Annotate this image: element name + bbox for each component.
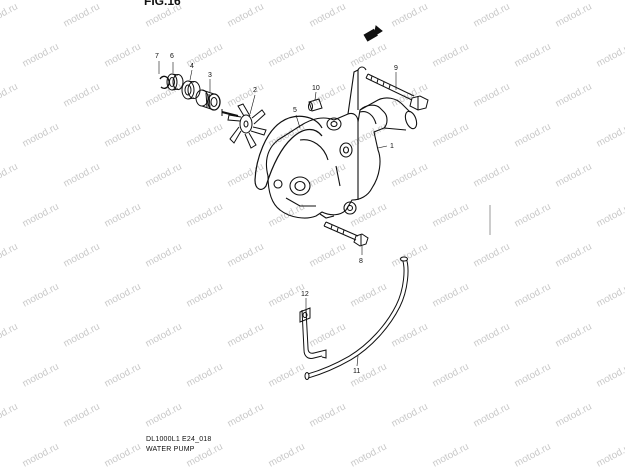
figure-header: FIG.16 <box>144 0 181 8</box>
callout-10: 10 <box>312 85 320 92</box>
part-11-hose <box>304 256 409 380</box>
part-8-bolt <box>323 221 369 247</box>
callout-1: 1 <box>390 143 394 150</box>
callout-3: 3 <box>208 72 212 79</box>
part-3-mechanical-seal <box>195 89 221 111</box>
part-9-bolt <box>365 73 429 111</box>
part-1-pump-body <box>265 66 418 219</box>
part-5-o-ring <box>254 115 323 190</box>
callout-12: 12 <box>301 291 309 298</box>
front-arrow-icon <box>363 25 383 42</box>
callout-7: 7 <box>155 53 159 60</box>
diagram-code: DL1000L1 E24_018 <box>146 436 212 443</box>
part-10-dowel-pin <box>308 98 323 112</box>
callout-8: 8 <box>359 258 363 265</box>
callout-6: 6 <box>170 53 174 60</box>
callout-2: 2 <box>253 87 257 94</box>
part-2-impeller <box>221 103 267 149</box>
callout-9: 9 <box>394 65 398 72</box>
part-12-clamp <box>299 307 327 359</box>
part-4-bearing <box>181 80 201 100</box>
callout-11: 11 <box>353 368 360 375</box>
callout-4: 4 <box>190 63 194 70</box>
leader-lines <box>158 61 397 367</box>
callout-5: 5 <box>293 107 297 114</box>
diagram-caption: WATER PUMP <box>146 446 195 453</box>
part-6-seal <box>166 73 184 91</box>
